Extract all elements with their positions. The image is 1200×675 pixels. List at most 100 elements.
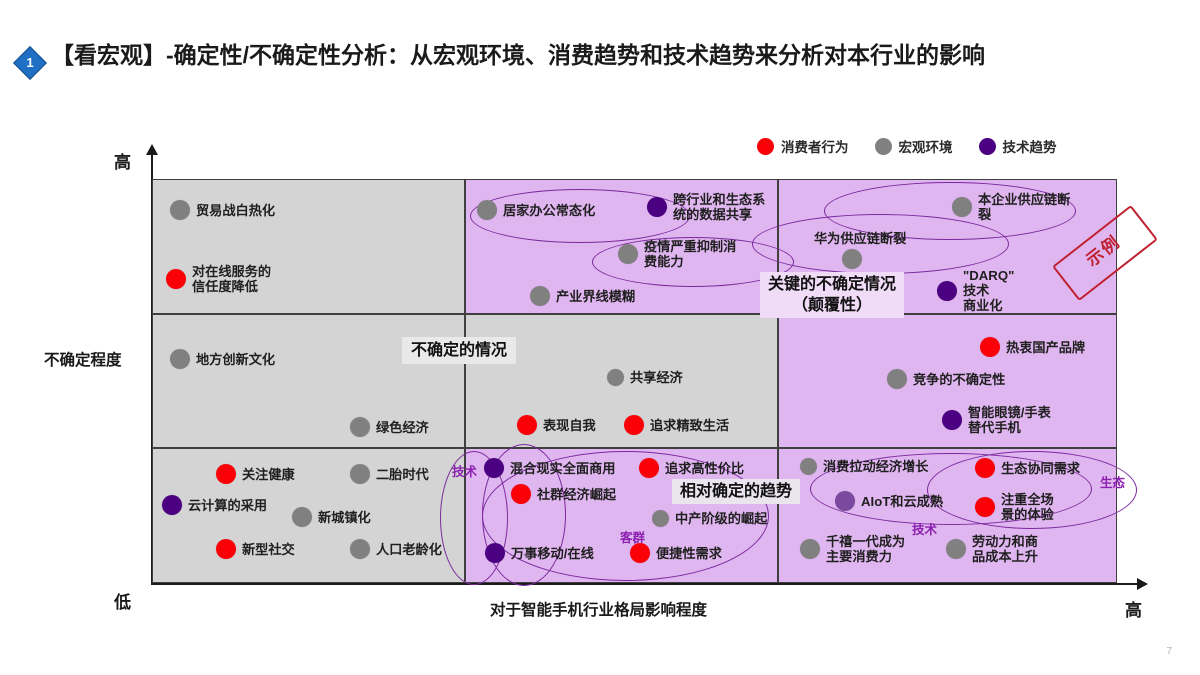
data-point-pandemic-suppress[interactable]: 疫情严重抑制消 费能力 xyxy=(618,239,736,269)
legend-item-macro: 宏观环境 xyxy=(874,136,953,156)
legend-label-macro: 宏观环境 xyxy=(898,140,953,155)
data-point-darq[interactable]: "DARQ" 技术 商业化 xyxy=(937,268,1014,313)
data-point-consumption-growth[interactable]: 消费拉动经济增长 xyxy=(800,458,929,475)
data-point-cloud-adoption[interactable]: 云计算的采用 xyxy=(162,495,267,515)
data-point-labor-cost[interactable]: 劳动力和商 品成本上升 xyxy=(946,534,1038,564)
red-circle-marker-icon xyxy=(216,464,236,484)
data-point-convenience-demand[interactable]: 便捷性需求 xyxy=(630,543,722,563)
data-point-huawei-supply-break[interactable]: 华为供应链断裂 xyxy=(814,231,906,246)
data-point-second-child-era[interactable]: 二胎时代 xyxy=(350,464,429,484)
data-point-new-social[interactable]: 新型社交 xyxy=(216,539,295,559)
data-point-cross-industry-data[interactable]: 跨行业和生态系 统的数据共享 xyxy=(647,192,765,222)
data-point-label: 混合现实全面商用 xyxy=(510,460,616,476)
legend-label-consumer: 消费者行为 xyxy=(781,140,849,155)
gray-circle-marker-icon xyxy=(946,539,966,559)
y-axis-arrow-icon xyxy=(146,144,158,155)
data-point-ecosystem-synergy[interactable]: 生态协同需求 xyxy=(975,458,1080,478)
data-point-label: 对在线服务的 信任度降低 xyxy=(192,264,272,294)
data-point-millennials[interactable]: 千禧一代成为 主要消费力 xyxy=(800,534,905,564)
data-point-self-expression[interactable]: 表现自我 xyxy=(517,415,596,435)
data-point-everything-mobile[interactable]: 万事移动/在线 xyxy=(485,543,594,563)
page-number: 7 xyxy=(1166,646,1172,657)
data-point-label: 人口老龄化 xyxy=(376,541,442,557)
data-point-online-trust[interactable]: 对在线服务的 信任度降低 xyxy=(166,264,271,294)
gray-circle-marker-icon xyxy=(607,369,624,386)
legend-item-tech: 技术趋势 xyxy=(978,136,1057,156)
purple-circle-marker-icon xyxy=(835,491,855,511)
data-point-label: 绿色经济 xyxy=(376,419,429,435)
purple-circle-marker-icon xyxy=(942,410,962,430)
gray-circle-marker-icon xyxy=(170,349,190,369)
data-point-label: 居家办公常态化 xyxy=(503,202,596,218)
data-point-label: 二胎时代 xyxy=(376,466,429,482)
data-point-label: 关注健康 xyxy=(242,466,295,482)
purple-circle-marker-icon xyxy=(647,197,667,217)
gray-circle-marker-icon xyxy=(652,510,669,527)
data-point-community-economy[interactable]: 社群经济崛起 xyxy=(511,484,616,504)
data-point-label: 注重全场 景的体验 xyxy=(1001,492,1054,522)
gray-circle-marker-icon xyxy=(800,539,820,559)
red-circle-marker-icon xyxy=(975,458,995,478)
bullet-number-label: 1 xyxy=(26,55,34,70)
data-point-domestic-brand[interactable]: 热衷国产品牌 xyxy=(980,337,1085,357)
data-point-sharing-economy[interactable]: 共享经济 xyxy=(607,369,683,386)
cell-top-left xyxy=(152,179,465,314)
data-point-label: 疫情严重抑制消 费能力 xyxy=(644,239,737,269)
data-point-full-scene-experience[interactable]: 注重全场 景的体验 xyxy=(975,492,1054,522)
data-point-green-economy[interactable]: 绿色经济 xyxy=(350,417,429,437)
gray-circle-marker-icon xyxy=(952,197,972,217)
data-point-trade-war[interactable]: 贸易战白热化 xyxy=(170,200,275,220)
purple-circle-marker-icon xyxy=(484,458,504,478)
gray-circle-marker-icon xyxy=(170,200,190,220)
data-point-aiot-cloud[interactable]: AIoT和云成熟 xyxy=(835,491,943,511)
gray-circle-marker-icon xyxy=(292,507,312,527)
data-point-health-focus[interactable]: 关注健康 xyxy=(216,464,295,484)
red-circle-marker-icon xyxy=(757,137,774,155)
x-axis-line xyxy=(151,583,1139,585)
callout-uncertain-situation: 不确定的情况 xyxy=(402,337,517,364)
page-title: 1【看宏观】-确定性/不确定性分析：从宏观环境、消费趋势和技术趋势来分析对本行业… xyxy=(13,38,1183,80)
data-point-mixed-reality[interactable]: 混合现实全面商用 xyxy=(484,458,616,478)
legend-label-tech: 技术趋势 xyxy=(1002,140,1057,155)
legend: 消费者行为 宏观环境 技术趋势 xyxy=(757,136,1057,156)
purple-circle-marker-icon xyxy=(162,495,182,515)
data-point-label: 表现自我 xyxy=(543,417,596,433)
gray-circle-marker-icon xyxy=(350,539,370,559)
gray-circle-marker-icon xyxy=(350,417,370,437)
purple-circle-marker-icon xyxy=(485,543,505,563)
group-ellipse-customer-wide xyxy=(482,451,769,581)
red-circle-marker-icon xyxy=(980,337,1000,357)
gray-circle-marker-icon xyxy=(842,249,862,269)
data-point-local-innovation[interactable]: 地方创新文化 xyxy=(170,349,275,369)
data-point-label: 劳动力和商 品成本上升 xyxy=(972,534,1038,564)
data-point-aging-population[interactable]: 人口老龄化 xyxy=(350,539,442,559)
data-point-smart-glasses[interactable]: 智能眼镜/手表 替代手机 xyxy=(942,405,1051,435)
data-point-label: "DARQ" 技术 商业化 xyxy=(963,268,1015,313)
y-axis-title: 不确定程度 xyxy=(44,352,122,369)
data-point-label: 贸易战白热化 xyxy=(196,202,276,218)
x-axis-high-label: 高 xyxy=(1125,601,1142,620)
group-label-ecosystem: 生态 xyxy=(1100,476,1126,490)
x-axis-title: 对于智能手机行业格局影响程度 xyxy=(490,602,708,619)
red-circle-marker-icon xyxy=(511,484,531,504)
data-point-blurred-boundary[interactable]: 产业界线模糊 xyxy=(530,286,635,306)
data-point-label: AIoT和云成熟 xyxy=(861,493,944,509)
data-point-label: 热衷国产品牌 xyxy=(1006,339,1086,355)
data-point-middle-class[interactable]: 中产阶级的崛起 xyxy=(652,510,767,527)
group-ellipse-ecosystem xyxy=(927,451,1137,529)
data-point-home-office[interactable]: 居家办公常态化 xyxy=(477,200,595,220)
data-point-label: 消费拉动经济增长 xyxy=(823,459,929,474)
data-point-label: 地方创新文化 xyxy=(196,351,276,367)
data-point-cost-performance[interactable]: 追求高性价比 xyxy=(639,458,744,478)
y-axis-high-label: 高 xyxy=(114,153,131,172)
data-point-own-supply-break[interactable]: 本企业供应链断 裂 xyxy=(952,192,1070,222)
data-point-label: 云计算的采用 xyxy=(188,497,268,513)
data-point-new-urbanization[interactable]: 新城镇化 xyxy=(292,507,371,527)
red-circle-marker-icon xyxy=(639,458,659,478)
gray-circle-marker-icon xyxy=(530,286,550,306)
gray-circle-marker-icon xyxy=(874,137,892,155)
data-point-competition-uncertainty[interactable]: 竞争的不确定性 xyxy=(887,369,1005,389)
legend-item-consumer: 消费者行为 xyxy=(757,136,849,156)
red-circle-marker-icon xyxy=(216,539,236,559)
data-point-refined-life[interactable]: 追求精致生活 xyxy=(624,415,729,435)
